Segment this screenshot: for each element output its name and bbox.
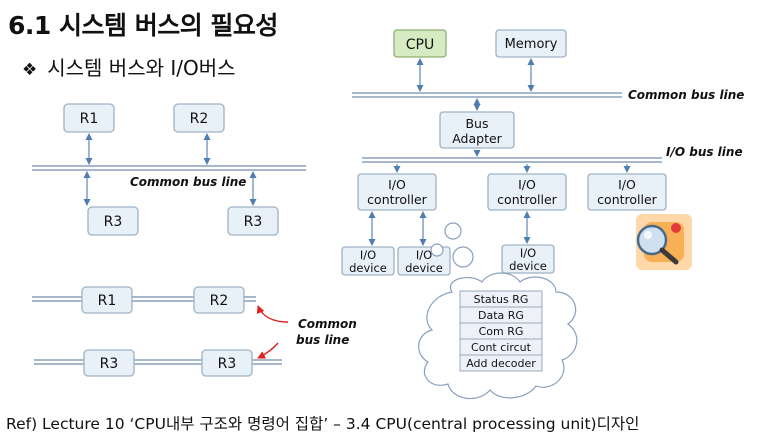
register-label: R1 <box>80 111 99 127</box>
register-r1-row1: R1 <box>81 286 133 314</box>
memory-box: Memory <box>495 29 567 58</box>
register-label: R3 <box>104 214 123 230</box>
register-data-label: Data RG <box>478 309 524 322</box>
red-arrow-down <box>257 342 279 359</box>
io-controller-1: I/O controller <box>357 173 437 211</box>
register-label: R1 <box>98 293 117 309</box>
register-com-label: Com RG <box>479 325 524 338</box>
io-device-label-line2: device <box>509 259 547 273</box>
reference-footer: Ref) Lecture 10 ‘CPU내부 구조와 명령어 집합’ – 3.4… <box>6 415 640 433</box>
io-device-1: I/O device <box>341 246 395 276</box>
controller-register-stack: Status RG Data RG Com RG Cont circut Add… <box>459 290 543 372</box>
io-device-3: I/O device <box>501 244 555 274</box>
bullet-icon: ❖ <box>22 60 38 80</box>
magnifier-clipart-icon <box>636 214 692 270</box>
cpu-label: CPU <box>406 37 434 53</box>
io-controller-label-line2: controller <box>367 192 427 207</box>
system-common-bus-label: Common bus line <box>628 88 744 102</box>
register-label: R3 <box>100 356 119 372</box>
register-r3-row2-right: R3 <box>201 349 253 377</box>
subtitle: ❖ 시스템 버스와 I/O버스 <box>22 52 236 81</box>
register-addr-decoder-label: Add decoder <box>466 357 536 370</box>
common-bus-label-line1: Common <box>298 317 357 331</box>
register-addr-decoder <box>459 354 543 372</box>
register-label: R3 <box>244 214 263 230</box>
register-r2-row1: R2 <box>193 286 245 314</box>
bus-adapter-box: Bus Adapter <box>439 111 515 149</box>
thought-bubble-medium <box>452 246 474 268</box>
register-cont-label: Cont circut <box>471 341 532 354</box>
register-label: R2 <box>210 293 229 309</box>
io-controller-3: I/O controller <box>587 173 667 211</box>
register-label: R2 <box>190 111 209 127</box>
io-controller-label-line1: I/O <box>388 177 406 192</box>
register-r3-right: R3 <box>227 206 279 236</box>
cpu-box: CPU <box>393 29 447 58</box>
io-device-label-line2: device <box>405 261 443 275</box>
bus-adapter-label-line1: Bus <box>465 116 488 131</box>
register-r1: R1 <box>63 103 115 133</box>
common-bus-label-line2: bus line <box>296 333 349 347</box>
register-label: R3 <box>218 356 237 372</box>
lower-left-diagram: R1 R2 R3 R3 Common bus line <box>32 286 357 377</box>
io-controller-label-line1: I/O <box>618 177 636 192</box>
left-common-bus-diagram: R1 R2 R3 R3 Common bus line <box>32 103 306 236</box>
io-controller-label-line2: controller <box>597 192 657 207</box>
register-r2: R2 <box>173 103 225 133</box>
io-device-label-line1: I/O <box>416 248 432 262</box>
right-system-bus-diagram: Common bus line I/O bus line CPU Memory … <box>341 29 744 400</box>
memory-label: Memory <box>505 37 558 52</box>
register-r3-left: R3 <box>87 206 139 236</box>
page-title: 6.1 시스템 버스의 필요성 <box>8 11 278 40</box>
red-arrow-up <box>256 305 289 323</box>
register-r3-row2-left: R3 <box>83 349 135 377</box>
io-controller-2: I/O controller <box>487 173 567 211</box>
io-device-label-line1: I/O <box>360 248 376 262</box>
common-bus-label: Common bus line <box>130 175 246 189</box>
subtitle-text: 시스템 버스와 I/O버스 <box>47 56 236 80</box>
io-controller-label-line1: I/O <box>518 177 536 192</box>
io-bus-label: I/O bus line <box>666 145 743 159</box>
io-device-label-line1: I/O <box>520 246 536 260</box>
thought-bubble-tiny <box>430 243 444 257</box>
io-controller-label-line2: controller <box>497 192 557 207</box>
thought-bubble-small <box>444 222 462 240</box>
bus-adapter-label-line2: Adapter <box>452 131 502 146</box>
register-status-label: Status RG <box>474 293 529 306</box>
io-device-label-line2: device <box>349 261 387 275</box>
